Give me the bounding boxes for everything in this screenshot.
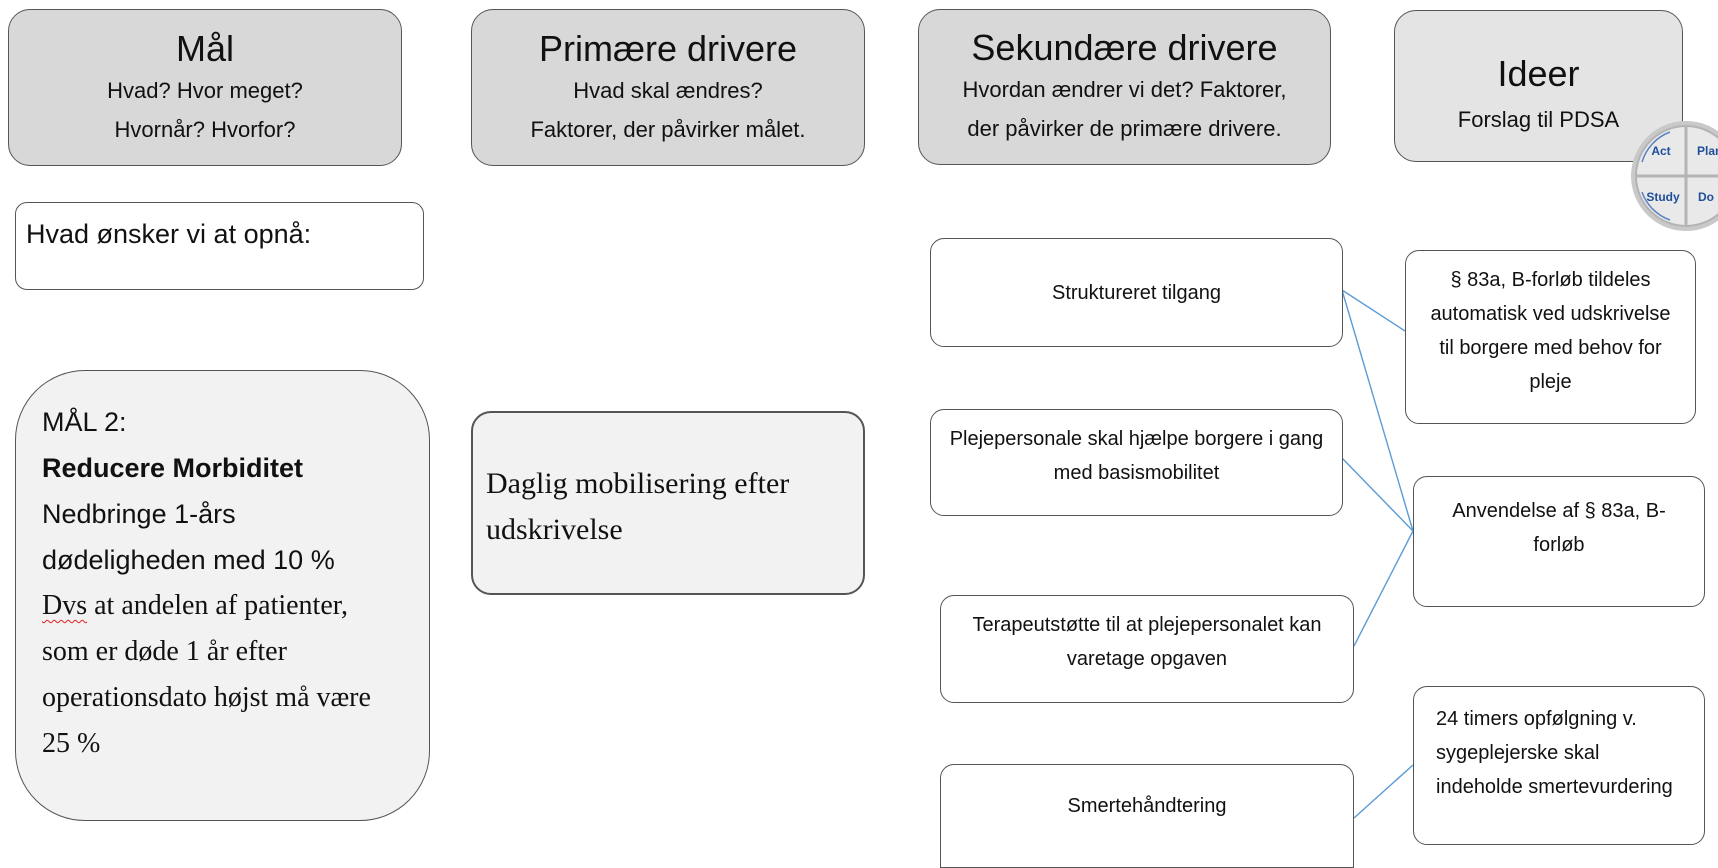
- header-ideer: Ideer Forslag til PDSA: [1394, 10, 1683, 162]
- goal-line2: dødeligheden med 10 %: [42, 545, 335, 575]
- pdsa-plan-label: Plan: [1697, 144, 1718, 158]
- idea-83a-automatisk: § 83a, B-forløb tildeles automatisk ved …: [1405, 250, 1696, 424]
- secondary-driver-terapeutstoette: Terapeutstøtte til at plejepersonalet ka…: [940, 595, 1354, 703]
- goal-line5: operationsdato højst må være: [42, 682, 371, 713]
- secondary-driver-3-line2: varetage opgaven: [1066, 648, 1228, 670]
- goal-dvs: Dvs: [42, 590, 88, 621]
- idea-1-line4: pleje: [1529, 371, 1572, 393]
- connector-struktureret-to-idea2: [1341, 289, 1414, 532]
- header-ideer-title: Ideer: [1497, 52, 1580, 94]
- secondary-driver-smertehaandtering: Smertehåndtering: [940, 764, 1354, 868]
- connector-terapeut-to-idea2: [1353, 530, 1414, 647]
- idea-2-line2: forløb: [1533, 534, 1585, 556]
- pdsa-act-label: Act: [1651, 144, 1670, 158]
- header-ideer-line1: Forslag til PDSA: [1457, 106, 1620, 132]
- header-sekundaere-line1: Hvordan ændrer vi det? Faktorer,: [962, 77, 1287, 102]
- header-primaere-line1: Hvad skal ændres?: [573, 77, 763, 103]
- goal-box: MÅL 2: Reducere Morbiditet Nedbringe 1-å…: [15, 370, 430, 821]
- secondary-driver-struktureret-tilgang: Struktureret tilgang: [930, 238, 1343, 347]
- pdsa-study-label: Study: [1646, 190, 1680, 204]
- idea-3-line1: 24 timers opfølgning v.: [1436, 708, 1637, 730]
- aim-question-text: Hvad ønsker vi at opnå:: [26, 219, 312, 249]
- goal-label: MÅL 2:: [42, 407, 127, 437]
- secondary-driver-plejepersonale: Plejepersonale skal hjælpe borgere i gan…: [930, 409, 1343, 516]
- header-primaere-drivere: Primære drivere Hvad skal ændres? Faktor…: [471, 9, 865, 166]
- idea-24-timers-opfoelgning: 24 timers opfølgning v. sygeplejerske sk…: [1413, 686, 1705, 845]
- secondary-driver-4-line1: Smertehåndtering: [1067, 795, 1227, 817]
- goal-line4: som er døde 1 år efter: [42, 636, 287, 667]
- idea-2-line1: Anvendelse af § 83a, B-: [1452, 500, 1666, 522]
- idea-1-line1: § 83a, B-forløb tildeles: [1450, 269, 1651, 291]
- aim-question-box: Hvad ønsker vi at opnå:: [15, 202, 424, 290]
- goal-line1: Nedbringe 1-års: [42, 499, 236, 529]
- primary-driver-line2: udskrivelse: [486, 513, 623, 546]
- connector-plejepersonale-to-idea2: [1341, 457, 1414, 532]
- idea-1-line2: automatisk ved udskrivelse: [1430, 303, 1671, 325]
- header-maal-line2: Hvornår? Hvorfor?: [114, 116, 296, 142]
- header-sekundaere-title: Sekundære drivere: [971, 27, 1278, 68]
- connector-struktureret-to-idea1: [1341, 289, 1406, 332]
- primary-driver-box: Daglig mobilisering efter udskrivelse: [471, 411, 865, 595]
- pdsa-cycle-icon: Act Plan Study Do: [1631, 121, 1718, 231]
- header-sekundaere-line2: der påvirker de primære drivere.: [967, 116, 1282, 141]
- secondary-driver-1-line1: Struktureret tilgang: [1052, 281, 1221, 304]
- goal-line3-rest: at andelen af patienter,: [87, 590, 348, 621]
- header-primaere-title: Primære drivere: [538, 27, 798, 69]
- idea-3-line3: indeholde smertevurdering: [1436, 776, 1673, 798]
- connector-smerte-to-idea3: [1353, 764, 1414, 819]
- secondary-driver-3-line1: Terapeutstøtte til at plejepersonalet ka…: [972, 614, 1322, 636]
- header-maal-title: Mål: [175, 27, 234, 69]
- goal-heading: Reducere Morbiditet: [42, 453, 304, 483]
- header-maal: Mål Hvad? Hvor meget? Hvornår? Hvorfor?: [8, 9, 402, 166]
- primary-driver-line1: Daglig mobilisering efter: [486, 467, 790, 500]
- idea-1-line3: til borgere med behov for: [1439, 337, 1662, 359]
- goal-line6: 25 %: [42, 728, 101, 759]
- header-sekundaere-drivere: Sekundære drivere Hvordan ændrer vi det?…: [918, 9, 1331, 165]
- header-primaere-line2: Faktorer, der påvirker målet.: [530, 116, 806, 142]
- header-maal-line1: Hvad? Hvor meget?: [107, 77, 303, 103]
- goal-line3: Dvs at andelen af patienter,: [42, 583, 405, 629]
- idea-3-line2: sygeplejerske skal: [1436, 742, 1600, 764]
- pdsa-do-label: Do: [1698, 190, 1714, 204]
- idea-anvendelse-83a: Anvendelse af § 83a, B- forløb: [1413, 476, 1705, 607]
- secondary-driver-2-line1: Plejepersonale skal hjælpe borgere i gan…: [949, 428, 1324, 450]
- secondary-driver-2-line2: med basismobilitet: [1053, 462, 1220, 484]
